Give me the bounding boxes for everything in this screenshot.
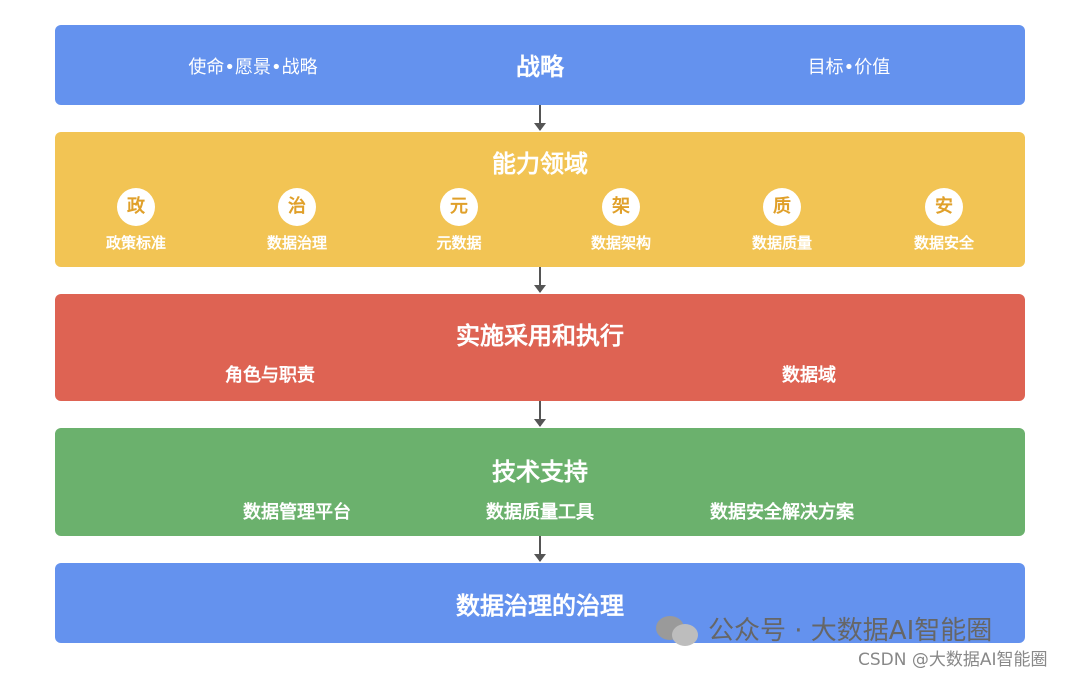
watermark-sub: CSDN @大数据AI智能圈	[858, 650, 1048, 670]
execution-left-label: 角色与职责	[225, 365, 315, 386]
capability-label: 元数据	[436, 234, 482, 252]
capability-circle: 质	[763, 188, 801, 226]
meta-band: 数据治理的治理	[55, 563, 1025, 643]
capability-circle: 架	[602, 188, 640, 226]
execution-title: 实施采用和执行	[456, 322, 624, 350]
strategy-right-label: 目标•价值	[807, 57, 891, 78]
capability-label: 政策标准	[105, 234, 166, 252]
capability-label: 数据质量	[751, 234, 812, 252]
capability-title: 能力领域	[492, 150, 588, 178]
capability-band: 能力领域 政 政策标准 治 数据治理 元 元数据 架 数据架构 质 数据质量 安…	[55, 132, 1025, 267]
capability-circle: 政	[117, 188, 155, 226]
meta-title: 数据治理的治理	[456, 592, 624, 620]
arrow-down	[534, 401, 546, 427]
tech-band: 技术支持 数据管理平台 数据质量工具 数据安全解决方案	[55, 428, 1025, 536]
wechat-icon	[656, 612, 700, 646]
strategy-band: 使命•愿景•战略 战略 目标•价值	[55, 25, 1025, 105]
watermark-main-text: 公众号 · 大数据AI智能圈	[708, 616, 993, 646]
tech-item: 数据管理平台	[243, 502, 351, 523]
capability-item-metadata: 元 元数据	[389, 188, 529, 253]
capability-item-governance: 治 数据治理	[227, 188, 367, 253]
capability-item-quality: 质 数据质量	[712, 188, 852, 253]
execution-band: 实施采用和执行 角色与职责 数据域	[55, 294, 1025, 401]
capability-item-security: 安 数据安全	[874, 188, 1014, 253]
strategy-title: 战略	[516, 53, 564, 81]
capability-circle: 治	[278, 188, 316, 226]
arrow-down	[534, 105, 546, 131]
capability-label: 数据治理	[266, 234, 327, 252]
tech-item: 数据质量工具	[486, 502, 594, 523]
tech-title: 技术支持	[492, 458, 588, 486]
capability-circle: 元	[440, 188, 478, 226]
arrow-down	[534, 267, 546, 293]
strategy-left-label: 使命•愿景•战略	[188, 57, 318, 78]
capability-circle: 安	[925, 188, 963, 226]
arrow-down	[534, 536, 546, 562]
execution-right-label: 数据域	[782, 365, 836, 386]
capability-item-policy: 政 政策标准	[66, 188, 206, 253]
watermark-main: 公众号 · 大数据AI智能圈	[656, 610, 992, 647]
capability-label: 数据架构	[590, 234, 651, 252]
tech-item: 数据安全解决方案	[710, 502, 854, 523]
capability-label: 数据安全	[913, 234, 974, 252]
capability-item-architecture: 架 数据架构	[551, 188, 691, 253]
